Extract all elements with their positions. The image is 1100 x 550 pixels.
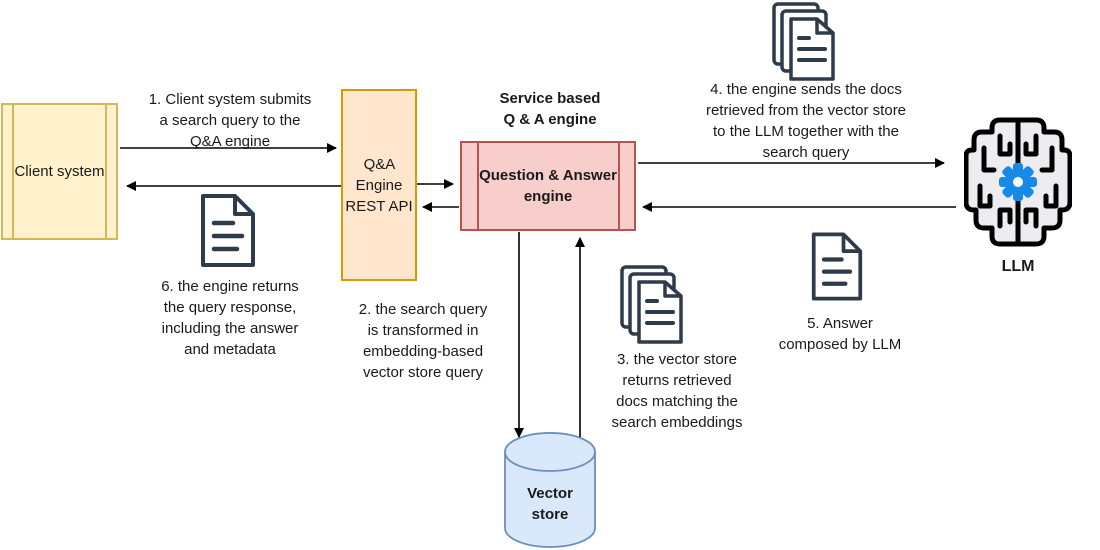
- annotation-line: 2. the search query: [358, 301, 488, 318]
- node-question-answer-engine: Question & Answer engine: [460, 141, 636, 231]
- label-line: Q&A: [363, 155, 395, 173]
- annotation-line: retrieved from the vector store: [705, 102, 907, 119]
- label-line: Engine: [355, 176, 403, 194]
- annotation-line: the query response,: [163, 299, 297, 316]
- annotation-line: embedding-based: [362, 343, 484, 360]
- annotation-line: to the LLM together with the: [713, 123, 899, 140]
- annotation-line: 6. the engine returns: [161, 278, 299, 295]
- client-box-right-bar: [105, 105, 107, 238]
- vector-store-label: Vector store: [503, 483, 597, 525]
- database-cylinder-icon: [504, 432, 596, 548]
- annotation-line: composed by LLM: [778, 336, 902, 353]
- annotation-line: and metadata: [184, 341, 276, 358]
- engine-box-left-bar: [477, 143, 479, 229]
- label-line: engine: [523, 188, 573, 205]
- label-line: Client: [14, 163, 53, 180]
- node-qa-engine-rest-api: Q&A Engine REST API: [341, 89, 417, 281]
- label-line: Vector: [527, 485, 573, 502]
- heading-line: Service based: [499, 90, 601, 107]
- client-box-left-bar: [12, 105, 14, 238]
- client-system-label: Client system: [14, 161, 104, 182]
- heading-line: Q & A engine: [503, 111, 597, 128]
- annotation-line: search embeddings: [611, 414, 743, 431]
- label-line: API: [388, 197, 413, 215]
- step2-annotation: 2. the search query is transformed in em…: [328, 299, 518, 383]
- label-line: REST: [345, 197, 386, 215]
- step6-annotation: 6. the engine returns the query response…: [128, 276, 332, 360]
- annotation-line: docs matching the: [616, 393, 738, 410]
- annotation-line: 3. the vector store: [616, 351, 738, 368]
- step1-annotation: 1. Client system submits a search query …: [122, 89, 338, 152]
- brain-gear-icon: [964, 117, 1072, 247]
- document-icon: [811, 232, 863, 301]
- documents-stack-icon: [772, 2, 835, 81]
- annotation-line: Q&A engine: [189, 133, 271, 150]
- gear-icon: [999, 163, 1037, 201]
- annotation-line: 5. Answer: [807, 315, 873, 332]
- step5-annotation: 5. Answer composed by LLM: [757, 313, 923, 355]
- step3-annotation: 3. the vector store returns retrieved do…: [582, 349, 772, 433]
- label-line: store: [531, 506, 569, 523]
- step4-annotation: 4. the engine sends the docs retrieved f…: [666, 79, 946, 163]
- engine-box-right-bar: [618, 143, 620, 229]
- engine-label: Question & Answer engine: [462, 165, 634, 207]
- label-line: Question &: [479, 167, 560, 184]
- annotation-line: 1. Client system submits: [148, 91, 312, 108]
- label-line: Answer: [562, 167, 617, 184]
- annotation-line: is transformed in: [367, 322, 479, 339]
- annotation-line: including the answer: [161, 320, 299, 337]
- rest-api-label: Q&A Engine REST API: [343, 154, 415, 217]
- annotation-line: search query: [762, 144, 850, 161]
- annotation-line: returns retrieved: [622, 372, 732, 389]
- annotation-line: 4. the engine sends the docs: [710, 81, 902, 98]
- documents-stack-icon: [620, 265, 683, 344]
- annotation-line: vector store query: [362, 364, 484, 381]
- llm-label: LLM: [1001, 258, 1035, 275]
- heading-service-based-qa-engine: Service based Q & A engine: [455, 88, 645, 130]
- node-client-system: Client system: [1, 103, 118, 240]
- label-line: system: [57, 163, 105, 180]
- annotation-line: a search query to the: [159, 112, 301, 129]
- document-icon: [201, 194, 255, 267]
